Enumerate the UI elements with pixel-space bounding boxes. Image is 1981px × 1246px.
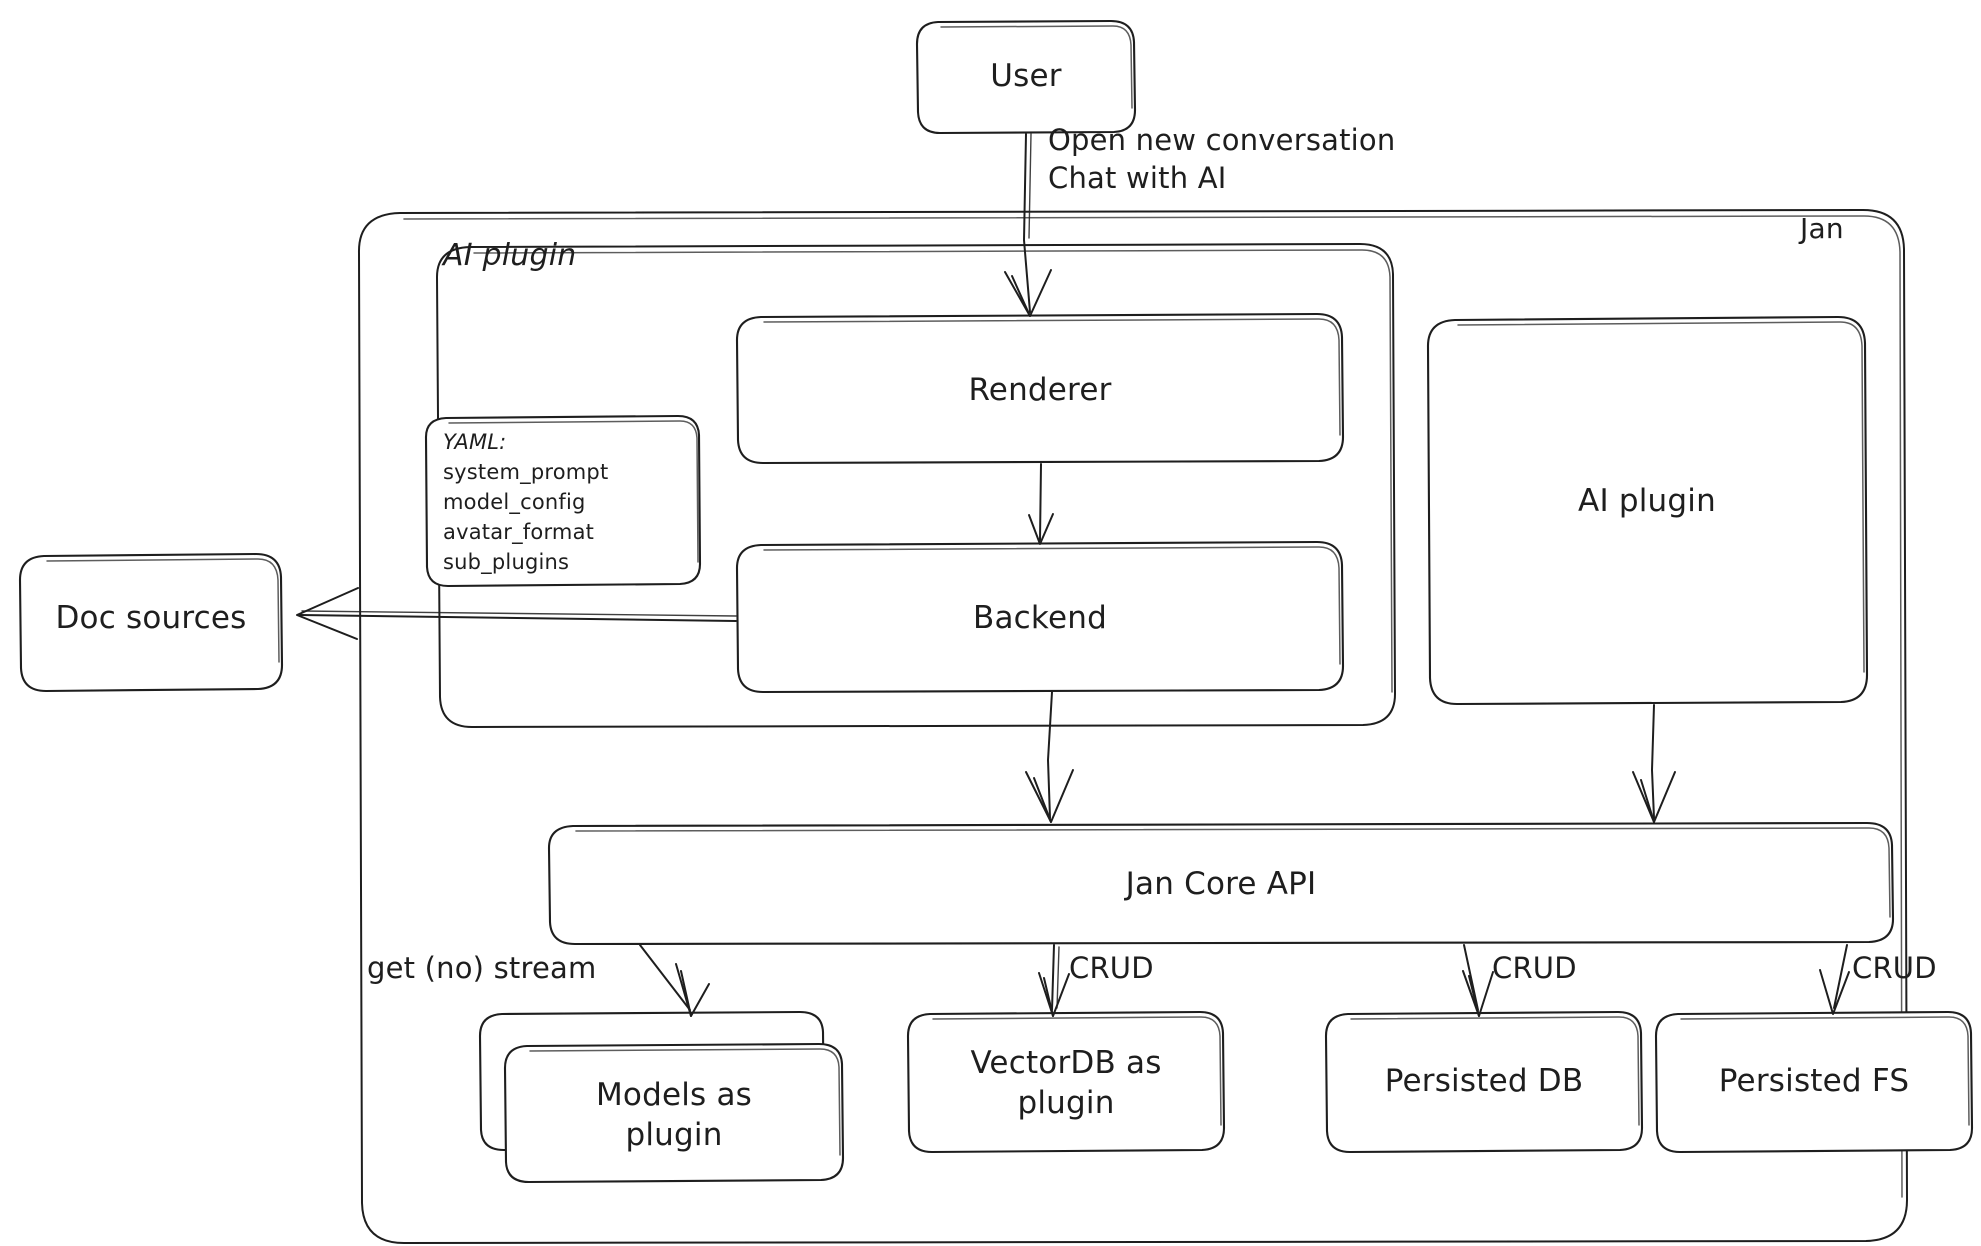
- edge-label-crud-persisted-fs: CRUD: [1852, 951, 1937, 985]
- node-jan-core-api-shape[interactable]: [547, 821, 1895, 946]
- edge-label-chat-with-ai: Chat with AI: [1048, 161, 1227, 195]
- edge-label-crud-vectordb: CRUD: [1069, 951, 1154, 985]
- edge-user-to-renderer: [1004, 133, 1052, 317]
- node-label-vectordb-plugin-line2: plugin: [1017, 1085, 1115, 1121]
- edge-renderer-to-backend: [1028, 463, 1054, 545]
- yaml-card-title: YAML:: [443, 430, 507, 454]
- edge-backend-to-core: [1025, 691, 1074, 823]
- edge-backend-to-doc-sources: [296, 587, 737, 640]
- node-persisted-db-shape[interactable]: [1324, 1010, 1644, 1154]
- yaml-card-item-system-prompt: system_prompt: [443, 460, 609, 484]
- node-models-plugin-shape[interactable]: [478, 1010, 845, 1184]
- node-persisted-fs-shape[interactable]: [1654, 1010, 1974, 1154]
- node-doc-sources-shape[interactable]: [18, 552, 284, 693]
- edge-core-to-models: [639, 944, 710, 1017]
- node-renderer-shape[interactable]: [735, 312, 1345, 465]
- node-label-doc-sources: Doc sources: [55, 600, 247, 636]
- node-yaml-card-shape: [424, 414, 702, 588]
- node-label-vectordb-plugin-line1: VectorDB as: [970, 1045, 1162, 1081]
- node-label-persisted-db: Persisted DB: [1384, 1063, 1584, 1099]
- node-backend-shape[interactable]: [735, 540, 1345, 694]
- node-label-user: User: [990, 58, 1062, 94]
- node-user-shape[interactable]: [915, 19, 1137, 135]
- edge-core-to-persisted-db: [1462, 944, 1494, 1017]
- node-label-renderer: Renderer: [968, 372, 1112, 408]
- yaml-card-item-sub-plugins: sub_plugins: [443, 550, 570, 574]
- yaml-card-item-avatar-format: avatar_format: [443, 520, 595, 544]
- group-label-ai-plugin: AI plugin: [443, 238, 577, 273]
- node-label-persisted-fs: Persisted FS: [1718, 1063, 1910, 1099]
- edge-label-crud-persisted-db: CRUD: [1492, 951, 1577, 985]
- node-label-jan-core-api: Jan Core API: [1125, 866, 1317, 902]
- edge-label-open-new-conversation: Open new conversation: [1048, 123, 1396, 157]
- group-label-jan: Jan: [1800, 212, 1844, 245]
- node-label-backend: Backend: [973, 600, 1107, 636]
- node-vectordb-plugin-shape[interactable]: [906, 1010, 1226, 1154]
- node-ai-plugin-box-shape[interactable]: [1426, 315, 1869, 706]
- node-label-models-plugin-line2: plugin: [625, 1117, 723, 1153]
- edge-core-to-vectordb: [1038, 944, 1070, 1017]
- node-label-ai-plugin-box: AI plugin: [1578, 483, 1716, 519]
- yaml-card-item-model-config: model_config: [443, 490, 586, 514]
- node-label-models-plugin-line1: Models as: [595, 1077, 753, 1113]
- edge-ai-plugin-to-core: [1632, 704, 1676, 823]
- edge-core-to-persisted-fs: [1819, 944, 1850, 1015]
- edge-label-get-no-stream: get (no) stream: [367, 951, 597, 985]
